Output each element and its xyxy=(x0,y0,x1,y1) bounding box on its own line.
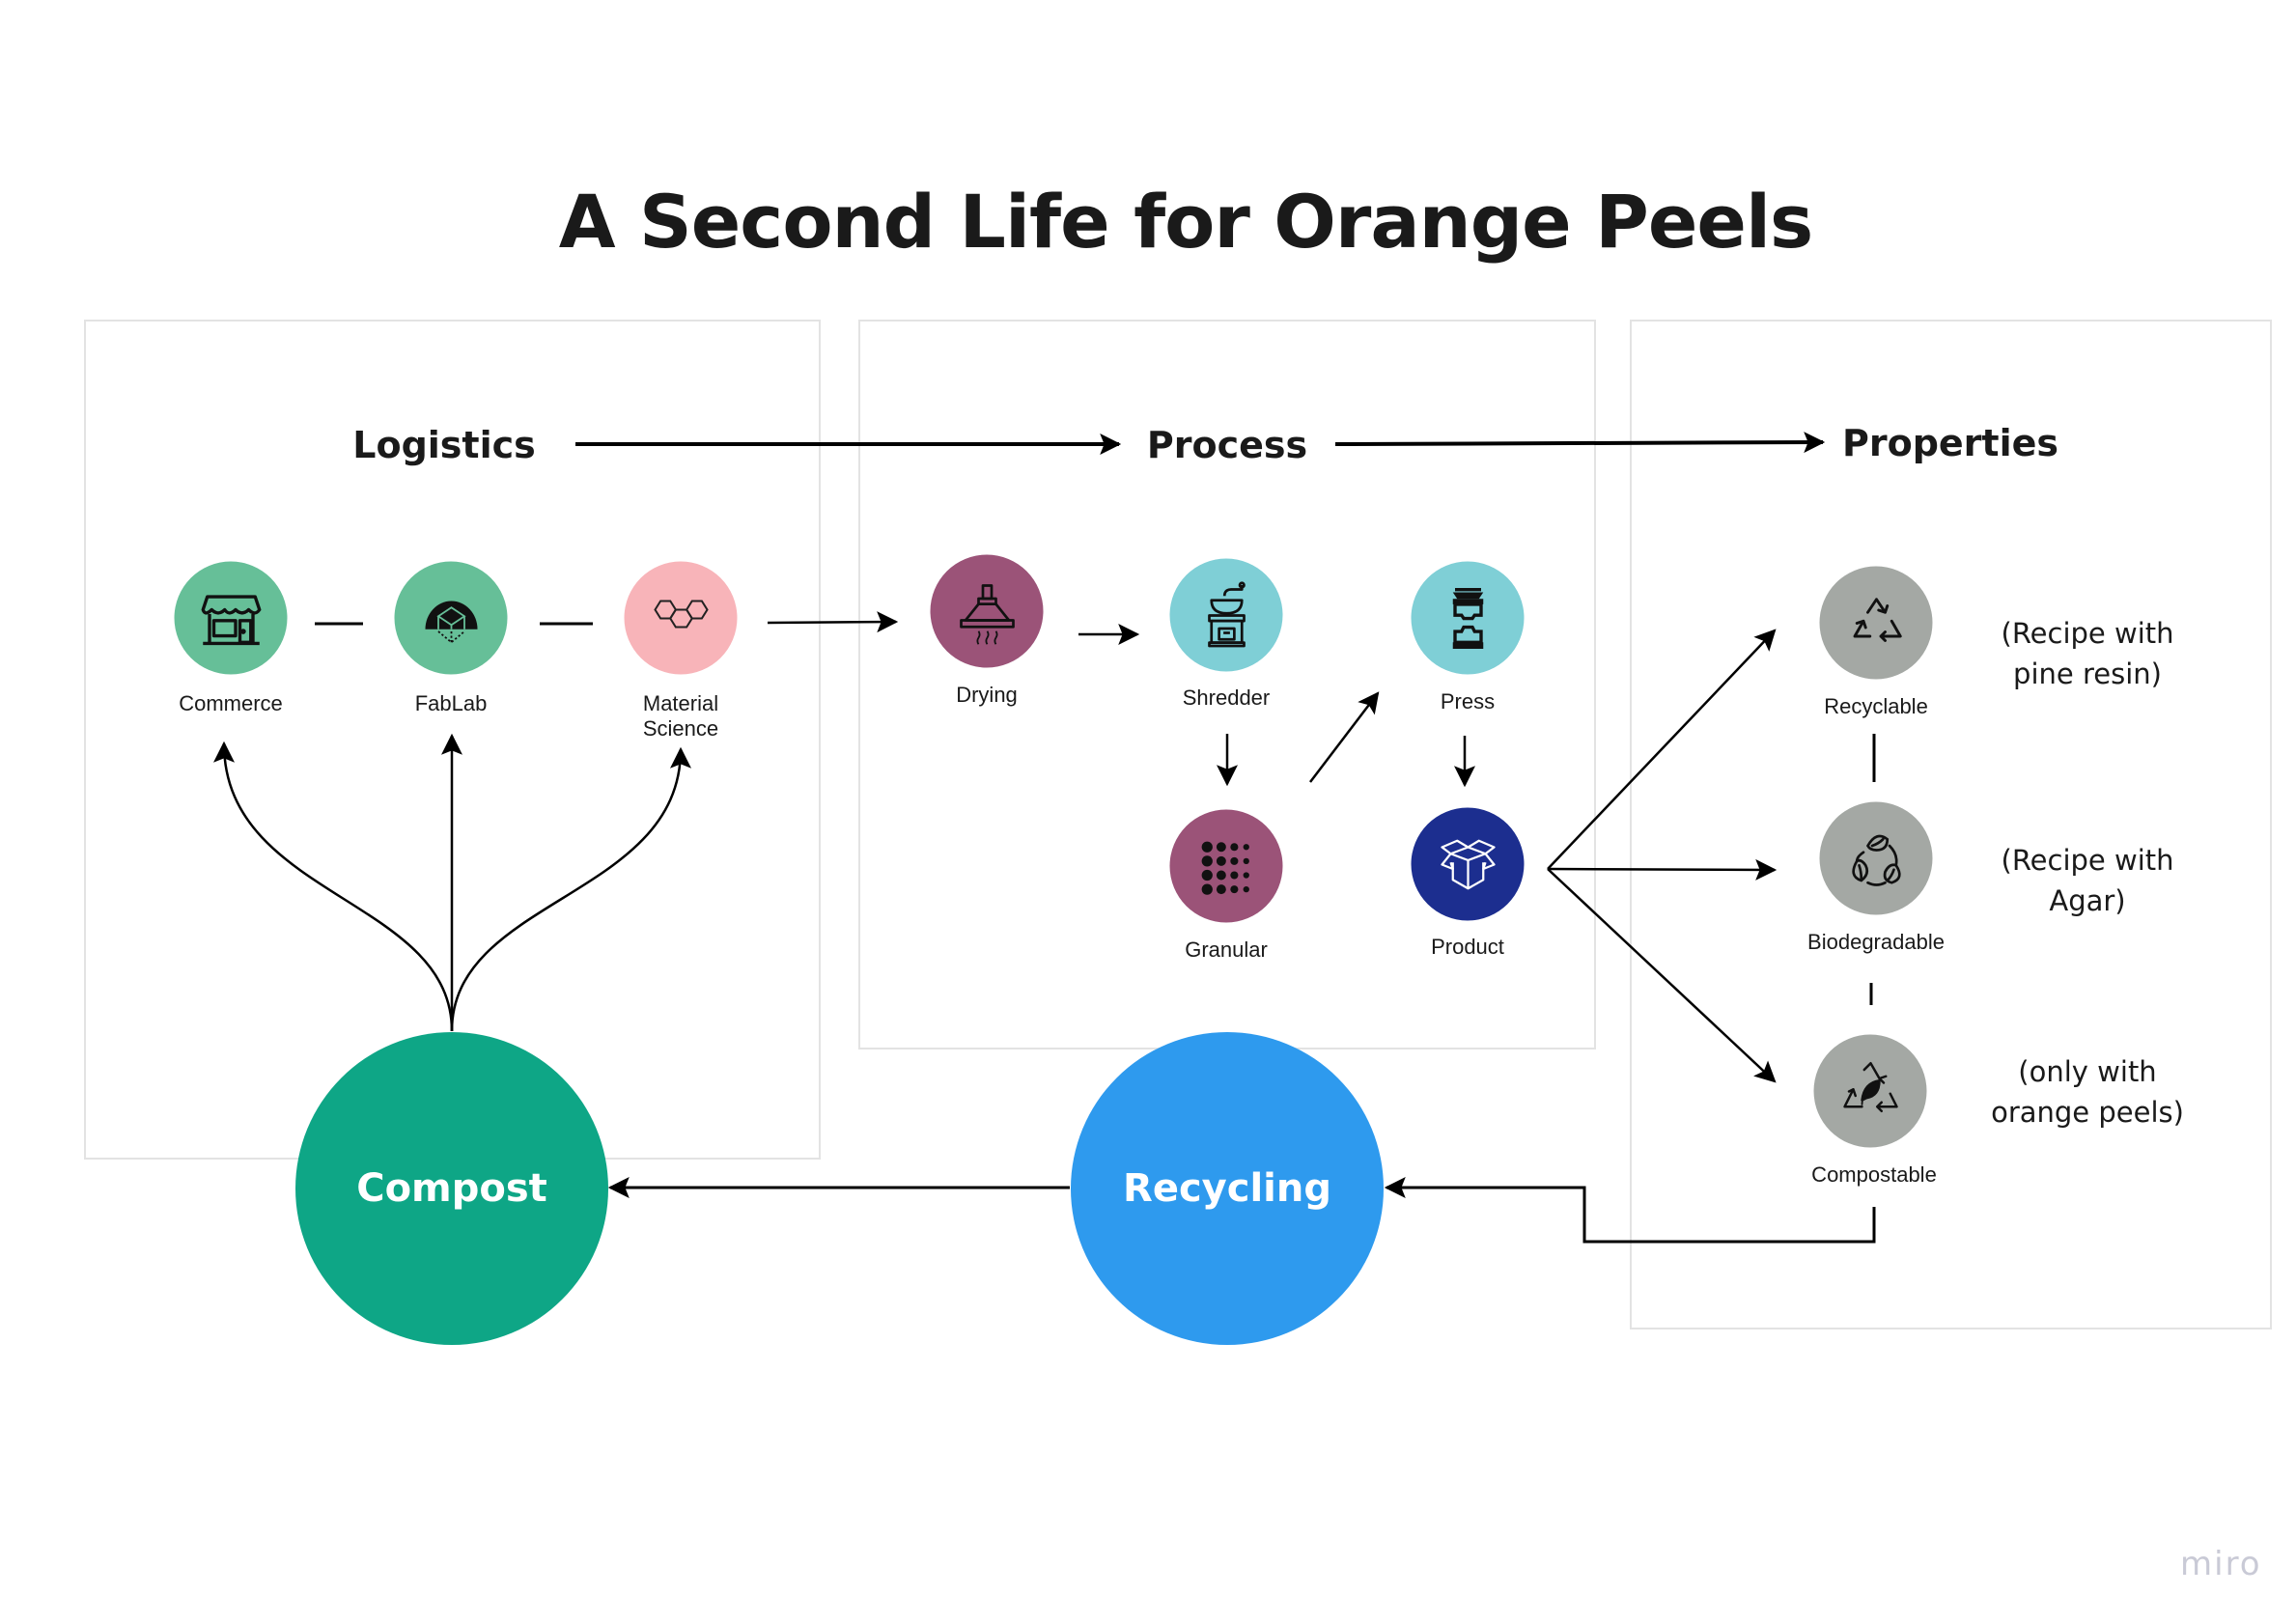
note-compostable-line2: orange peels) xyxy=(1991,1096,2184,1129)
label-drying: Drying xyxy=(956,683,1018,707)
open-box-icon xyxy=(1440,839,1496,889)
dome-cube-icon xyxy=(425,601,477,643)
node-compost[interactable]: Compost xyxy=(295,1032,608,1345)
note-compostable-line1: (only with xyxy=(2018,1055,2157,1088)
storefront-icon xyxy=(201,594,261,645)
node-recyclable[interactable] xyxy=(1819,566,1933,680)
node-fablab[interactable] xyxy=(394,561,508,675)
arrow-granular-to-press xyxy=(1309,691,1380,783)
node-press[interactable] xyxy=(1411,561,1525,675)
label-material-science: Material Science xyxy=(643,691,718,742)
grinder-icon xyxy=(1207,580,1246,647)
node-recycling[interactable]: Recycling xyxy=(1071,1032,1384,1345)
note-recyclable-line2: pine resin) xyxy=(2013,658,2162,690)
node-product[interactable] xyxy=(1411,807,1525,921)
arrow-material-to-drying xyxy=(767,611,899,633)
recycle-leaf-icon xyxy=(1842,1061,1898,1112)
hexagon-molecule-icon xyxy=(653,599,709,629)
node-biodegradable[interactable] xyxy=(1819,801,1933,915)
node-granular[interactable] xyxy=(1169,809,1283,923)
properties-panel xyxy=(1630,320,2272,1329)
arrow-compost-to-commerce xyxy=(213,741,454,1032)
label-material-line2: Science xyxy=(642,716,719,741)
heading-logistics: Logistics xyxy=(352,424,536,466)
heading-properties: Properties xyxy=(1842,422,2058,464)
label-compostable: Compostable xyxy=(1811,1162,1937,1187)
label-recyclable: Recyclable xyxy=(1824,694,1928,718)
arrow-compost-to-material xyxy=(450,746,691,1032)
label-fablab: FabLab xyxy=(414,691,488,715)
label-material-line1: Material xyxy=(642,691,719,715)
heading-process: Process xyxy=(1146,424,1308,466)
note-biodegradable-line1: (Recipe with xyxy=(2001,844,2174,877)
note-recyclable-line1: (Recipe with xyxy=(2001,617,2174,650)
node-commerce[interactable] xyxy=(174,561,288,675)
arrow-product-to-compostable xyxy=(1547,868,1777,1083)
label-shredder: Shredder xyxy=(1182,686,1271,710)
page-title: A Second Life for Orange Peels xyxy=(558,179,1814,265)
note-biodegradable: (Recipe with Agar) xyxy=(2002,840,2174,921)
arrow-process-to-properties xyxy=(1334,432,1826,454)
dot-grid-icon xyxy=(1201,841,1249,895)
range-hood-icon xyxy=(959,583,1015,645)
note-recyclable: (Recipe with pine resin) xyxy=(2002,613,2174,694)
arrow-product-to-biodegradable xyxy=(1547,858,1778,881)
leaf-cycle-icon xyxy=(1851,834,1901,886)
press-icon xyxy=(1452,587,1483,649)
arrow-product-to-recyclable xyxy=(1547,629,1777,870)
recycle-arrows-icon xyxy=(1853,597,1902,642)
label-granular: Granular xyxy=(1185,937,1268,962)
label-product: Product xyxy=(1431,935,1504,959)
note-compostable: (only with orange peels) xyxy=(1991,1051,2184,1133)
label-commerce: Commerce xyxy=(179,691,283,715)
node-material-science[interactable] xyxy=(624,561,738,675)
note-biodegradable-line2: Agar) xyxy=(2049,884,2126,917)
node-shredder[interactable] xyxy=(1169,558,1283,672)
label-biodegradable: Biodegradable xyxy=(1807,930,1945,954)
arrow-compostable-to-recycling xyxy=(1384,1177,1876,1244)
miro-watermark: miro xyxy=(2180,1545,2262,1583)
label-compost: Compost xyxy=(356,1166,547,1211)
label-press: Press xyxy=(1440,689,1496,714)
node-drying[interactable] xyxy=(930,554,1044,668)
node-compostable[interactable] xyxy=(1813,1034,1927,1148)
label-recycling: Recycling xyxy=(1123,1166,1331,1211)
